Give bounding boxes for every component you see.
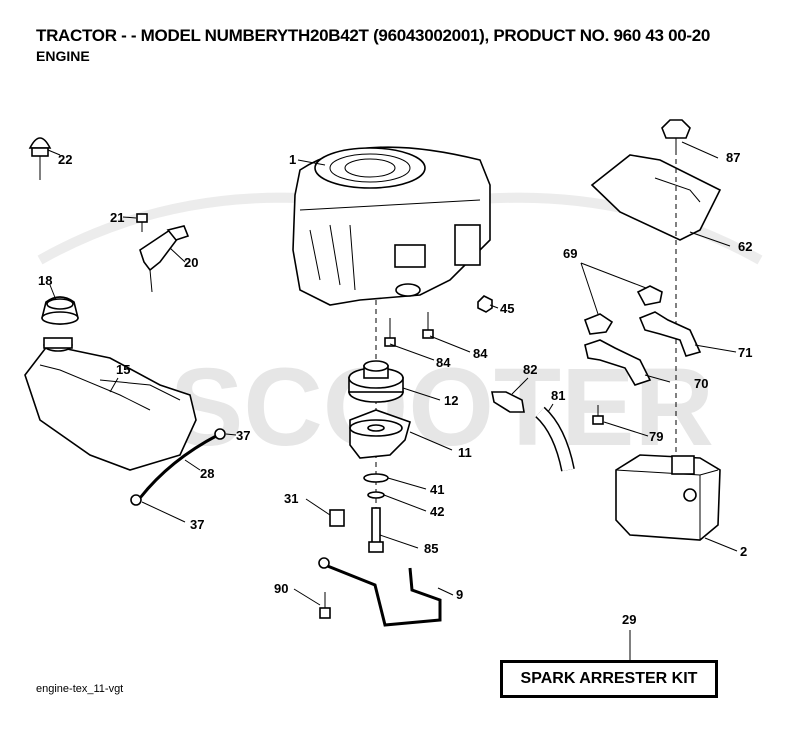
part-22-button[interactable] [28,137,52,180]
part-87-knob[interactable] [661,119,691,150]
callout-9: 9 [456,587,463,602]
leader-lines [47,141,738,606]
part-41-washer[interactable] [363,473,389,483]
callout-labels: 22 21 20 18 15 37 28 37 1 45 84 84 12 11… [38,150,752,627]
part-28-fuel-line[interactable] [130,428,226,506]
part-11-clutch[interactable] [349,409,411,459]
callout-2: 2 [740,544,747,559]
callout-37b: 37 [190,517,204,532]
callout-90: 90 [274,581,288,596]
callout-11: 11 [458,445,472,460]
part-45-fitting[interactable] [477,295,493,313]
callout-1: 1 [289,152,296,167]
callout-71: 71 [738,345,752,360]
part-12-pulley[interactable] [348,360,404,403]
callout-22: 22 [58,152,72,167]
callout-62: 62 [738,239,752,254]
part-1-engine[interactable] [292,146,491,306]
callout-18: 18 [38,273,52,288]
part-9-rod[interactable] [318,557,442,627]
callout-82: 82 [523,362,537,377]
callout-31: 31 [284,491,298,506]
part-70-pipe[interactable] [584,339,652,386]
callout-12: 12 [444,393,458,408]
part-84-bolts[interactable] [384,312,434,347]
part-31-nut[interactable] [329,509,345,527]
callout-84b: 84 [473,346,488,361]
part-82-fitting[interactable] [491,391,525,413]
callout-81: 81 [551,388,565,403]
part-2-muffler[interactable] [615,454,721,541]
callout-84a: 84 [436,355,451,370]
callout-37a: 37 [236,428,250,443]
spark-arrester-kit-label: SPARK ARRESTER KIT [500,660,718,698]
callout-29: 29 [622,612,636,627]
part-69-gaskets[interactable] [583,285,663,335]
callout-45: 45 [500,301,514,316]
callout-21: 21 [110,210,124,225]
page-title: TRACTOR - - MODEL NUMBERYTH20B42T (96043… [36,26,711,45]
callout-79: 79 [649,429,663,444]
callout-87: 87 [726,150,740,165]
part-79-bolt[interactable] [592,405,604,425]
callout-15: 15 [116,362,130,377]
callout-42: 42 [430,504,444,519]
callout-70: 70 [694,376,708,391]
part-18-fuel-cap[interactable] [41,296,79,325]
part-90-bolt[interactable] [319,592,331,619]
page-subtitle: ENGINE [36,48,90,64]
callout-41: 41 [430,482,444,497]
callout-20: 20 [184,255,198,270]
part-85-bolt[interactable] [368,507,384,553]
part-15-fuel-tank[interactable] [24,337,197,471]
part-62-shield[interactable] [590,154,722,241]
callout-28: 28 [200,466,214,481]
callout-69: 69 [563,246,577,261]
part-71-pipe[interactable] [638,311,702,357]
callout-85: 85 [424,541,438,556]
part-81-hose[interactable] [535,406,575,472]
drawing-code: engine-tex_11-vgt [36,683,124,695]
part-42-washer[interactable] [367,491,385,499]
part-20-bracket[interactable] [136,213,190,293]
